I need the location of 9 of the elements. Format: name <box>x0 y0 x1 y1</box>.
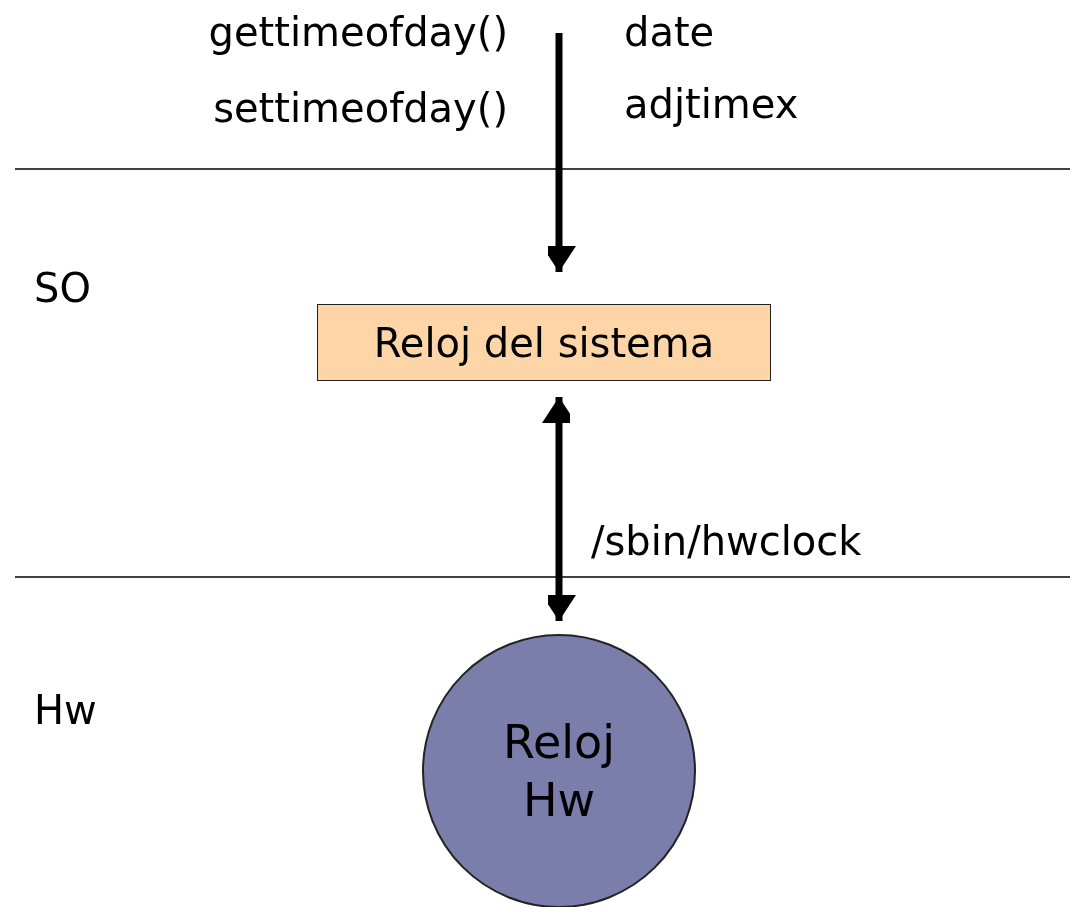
layer-label: Hw <box>34 686 97 734</box>
process-box <box>317 304 771 381</box>
node-text: Reloj Hw <box>502 714 616 829</box>
node-text: Reloj del sistema <box>373 318 715 367</box>
command-name: adjtimex <box>624 80 799 128</box>
function-name: settimeofday() <box>213 84 508 132</box>
function-name: gettimeofday() <box>208 8 508 56</box>
command-name: date <box>624 8 715 56</box>
layer-label: SO <box>34 264 91 312</box>
